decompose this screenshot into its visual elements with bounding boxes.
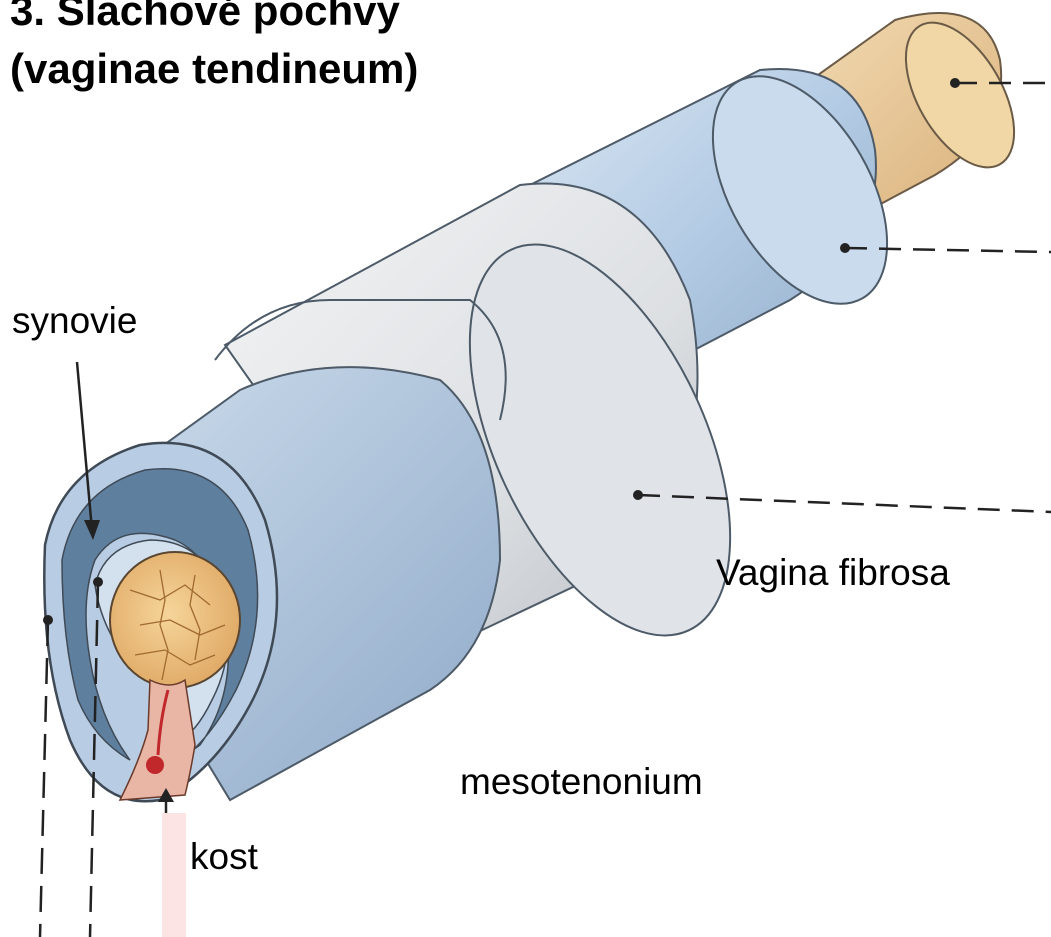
label-vagina-fibrosa: Vagina fibrosa <box>716 554 950 591</box>
title-line-1: 3. Šlachové pochvy <box>10 0 418 40</box>
sheath-front-segment <box>44 367 500 801</box>
page-title: 3. Šlachové pochvy (vaginae tendineum) <box>10 0 418 98</box>
tendon-core <box>110 552 240 688</box>
label-synovie: synovie <box>12 302 137 339</box>
kost-marker-bar <box>162 813 186 937</box>
label-kost: kost <box>190 838 258 875</box>
label-mesotenonium: mesotenonium <box>460 763 703 800</box>
title-line-2: (vaginae tendineum) <box>10 40 418 98</box>
